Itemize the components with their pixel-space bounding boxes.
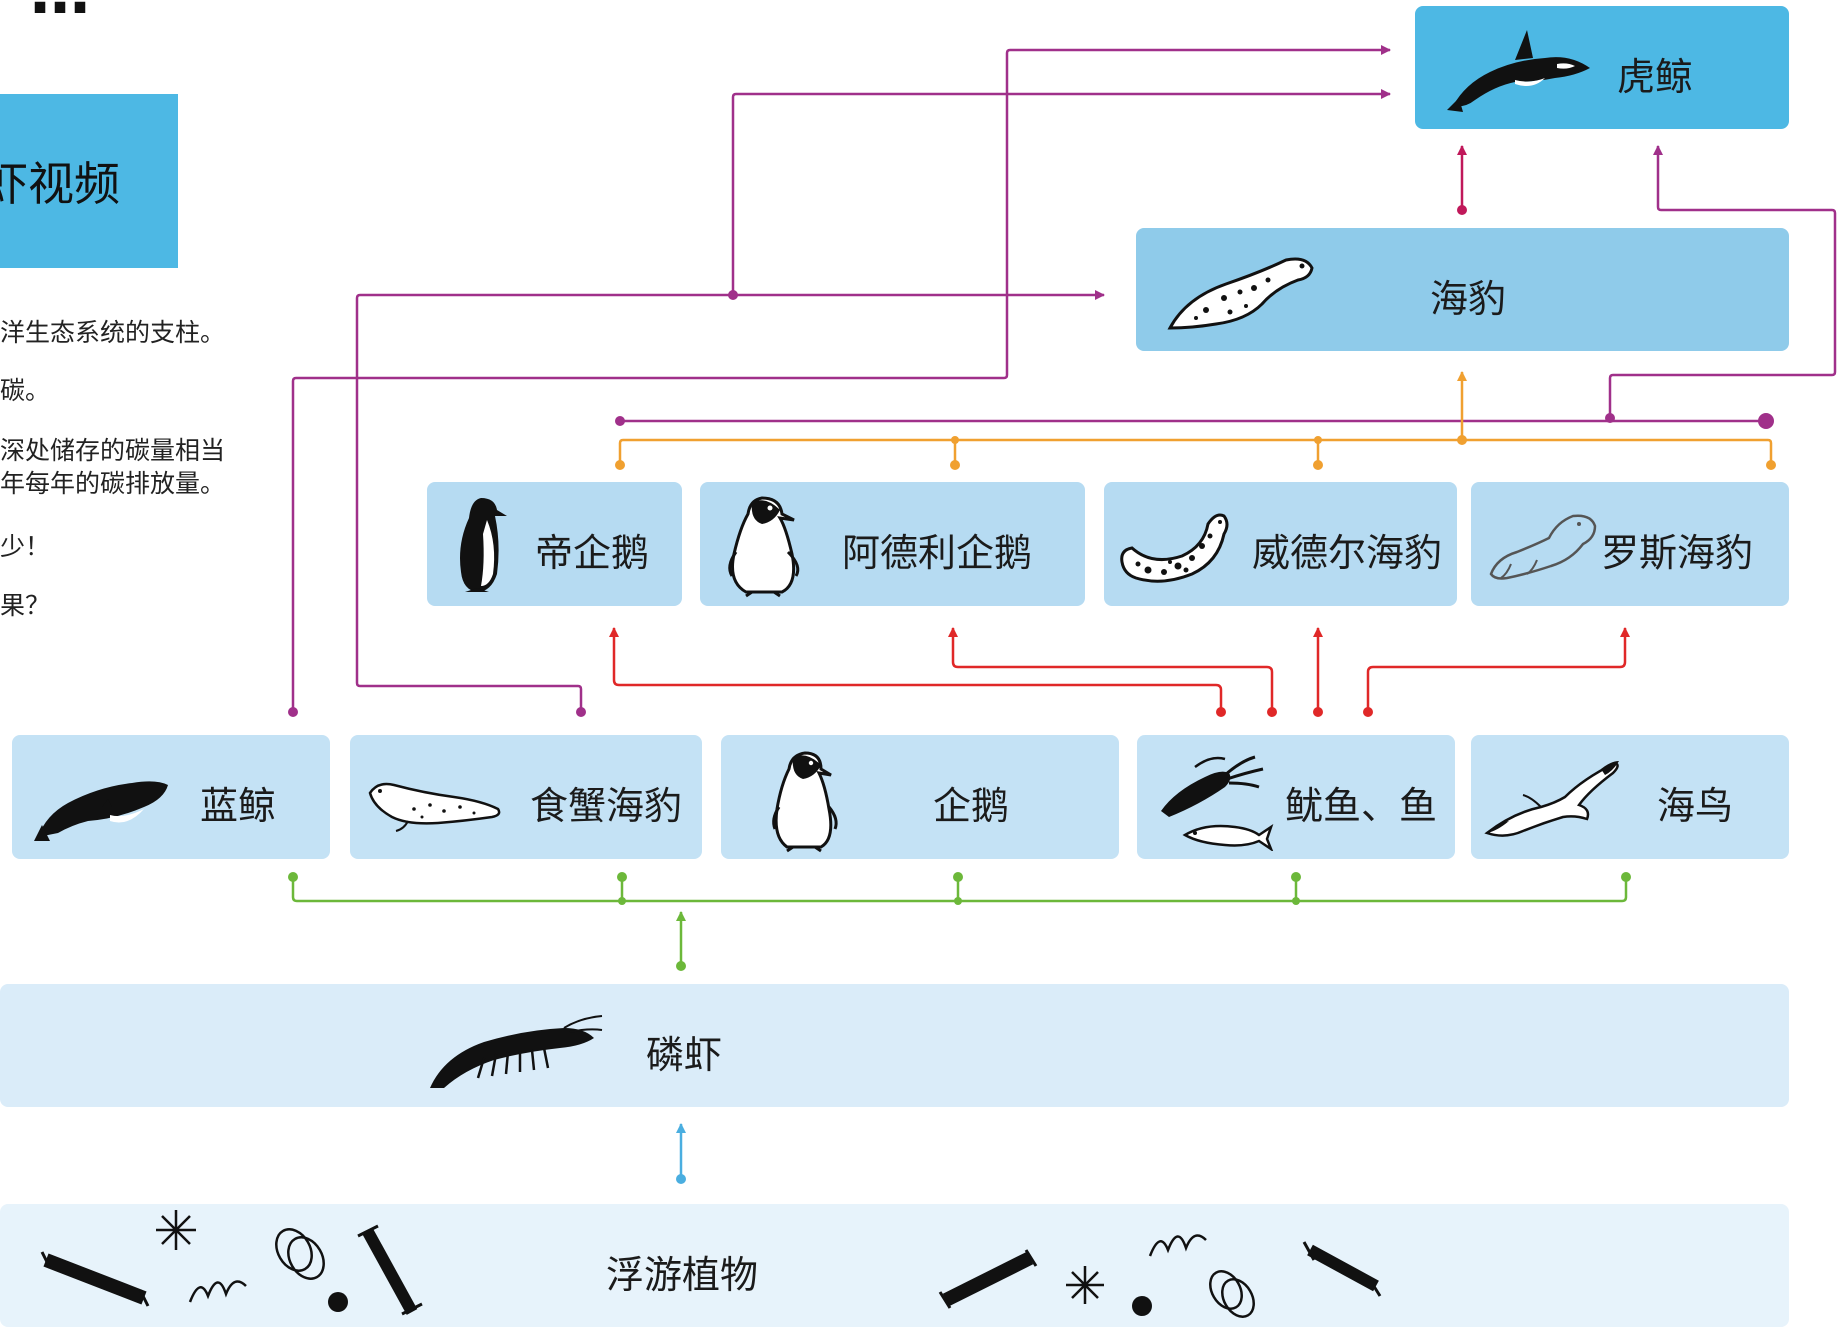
node-penguin-label: 企鹅 <box>933 784 1010 828</box>
crabeater-seal-icon <box>368 782 501 832</box>
seal-icon <box>1167 257 1314 330</box>
phytoplankton-icon <box>938 1234 1382 1318</box>
intro-line-3: 深处储存的碳量相当 <box>0 436 226 465</box>
node-squid-fish[interactable]: 鱿鱼、鱼 <box>1137 735 1455 859</box>
video-button-label: 虾视频 <box>0 157 120 211</box>
node-phytoplankton-label: 浮游植物 <box>606 1253 759 1297</box>
node-crabeater-seal-label: 食蟹海豹 <box>530 784 683 828</box>
node-seabird-label: 海鸟 <box>1657 784 1734 828</box>
node-ross-seal-label: 罗斯海豹 <box>1601 531 1754 575</box>
penguin-icon <box>772 751 838 853</box>
orca-icon <box>1447 30 1590 112</box>
krill-icon <box>430 1015 603 1088</box>
intro-line-6: 果？ <box>0 591 51 620</box>
node-weddell-seal[interactable]: 威德尔海豹 <box>1104 482 1457 606</box>
node-orca[interactable]: 虎鲸 <box>1415 6 1789 129</box>
node-leopard-seal-label: 海豹 <box>1430 277 1507 321</box>
node-penguin[interactable]: 企鹅 <box>721 735 1119 859</box>
emperor-penguin-icon <box>460 498 507 592</box>
node-adelie-penguin-label: 阿德利企鹅 <box>842 531 1033 575</box>
weddell-seal-icon <box>1120 513 1229 583</box>
blue-whale-icon <box>34 781 168 841</box>
node-seabird[interactable]: 海鸟 <box>1471 735 1789 859</box>
node-ross-seal[interactable]: 罗斯海豹 <box>1471 482 1789 606</box>
node-emperor-penguin-label: 帝企鹅 <box>535 531 650 575</box>
ross-seal-icon <box>1489 514 1597 580</box>
intro-line-1: 洋生态系统的支柱。 <box>0 318 226 347</box>
node-krill[interactable]: 磷虾 <box>0 984 1789 1107</box>
node-emperor-penguin[interactable]: 帝企鹅 <box>427 482 682 606</box>
node-phytoplankton[interactable]: 浮游植物 <box>0 1204 1789 1327</box>
node-squid-fish-label: 鱿鱼、鱼 <box>1285 784 1438 828</box>
seabird-icon <box>1484 761 1619 837</box>
phytoplankton-icon <box>40 1210 423 1316</box>
video-button[interactable]: 虾视频 <box>0 94 178 268</box>
intro-line-2: 碳。 <box>0 376 51 405</box>
node-crabeater-seal[interactable]: 食蟹海豹 <box>350 735 702 859</box>
page-title-fragment: … <box>30 0 104 28</box>
squid-fish-icon <box>1161 755 1274 851</box>
node-blue-whale[interactable]: 蓝鲸 <box>12 735 330 859</box>
node-krill-label: 磷虾 <box>646 1033 723 1077</box>
intro-line-5: 少！ <box>0 532 51 561</box>
node-weddell-seal-label: 威德尔海豹 <box>1252 531 1443 575</box>
intro-line-4: 年每年的碳排放量。 <box>0 469 226 498</box>
node-adelie-penguin[interactable]: 阿德利企鹅 <box>700 482 1085 606</box>
adelie-penguin-icon <box>728 496 800 598</box>
node-orca-label: 虎鲸 <box>1617 55 1694 99</box>
node-blue-whale-label: 蓝鲸 <box>200 784 277 828</box>
node-leopard-seal[interactable]: 海豹 <box>1136 228 1789 351</box>
